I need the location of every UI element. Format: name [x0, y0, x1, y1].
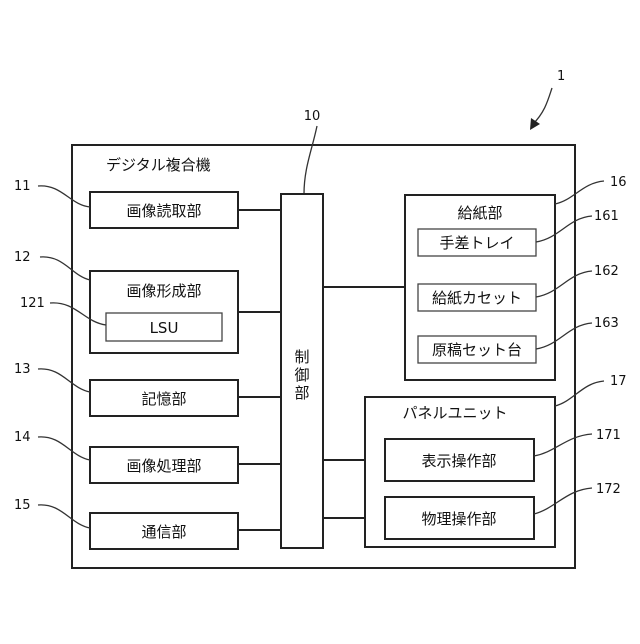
former-label: 画像形成部	[126, 282, 201, 300]
display-op-label: 表示操作部	[421, 452, 496, 470]
feed-ref: 16	[610, 175, 627, 190]
processor-ref: 14	[14, 430, 31, 445]
processor-label: 画像処理部	[126, 457, 201, 475]
storage-label: 記憶部	[141, 390, 186, 408]
feed-label: 給紙部	[457, 204, 502, 222]
doc-table-label: 原稿セット台	[432, 341, 522, 359]
storage-ref: 13	[14, 362, 31, 377]
former-ref: 12	[14, 250, 31, 265]
reader-label: 画像読取部	[126, 202, 201, 220]
cassette-ref: 162	[594, 264, 619, 279]
device-ref: 1	[557, 69, 565, 84]
comm-ref: 15	[14, 498, 31, 513]
controller-label-3: 部	[294, 384, 309, 402]
device-title: デジタル複合機	[106, 156, 211, 174]
manual-tray-ref: 161	[594, 209, 619, 224]
lsu-ref: 121	[20, 296, 45, 311]
controller-label-2: 御	[294, 366, 309, 384]
device-ref-arrow	[533, 88, 552, 124]
physical-op-ref: 172	[596, 482, 621, 497]
panel-label: パネルユニット	[402, 404, 507, 422]
cassette-label: 給紙カセット	[432, 289, 522, 307]
manual-tray-label: 手差トレイ	[439, 234, 514, 252]
device-ref-arrowhead	[530, 118, 540, 130]
physical-op-label: 物理操作部	[421, 510, 496, 528]
controller-ref: 10	[304, 109, 321, 124]
comm-label: 通信部	[141, 523, 186, 541]
controller-label-1: 制	[294, 348, 309, 366]
reader-ref: 11	[14, 179, 31, 194]
panel-ref: 17	[610, 374, 627, 389]
lsu-label: LSU	[150, 319, 179, 337]
doc-table-ref: 163	[594, 316, 619, 331]
display-op-ref: 171	[596, 428, 621, 443]
